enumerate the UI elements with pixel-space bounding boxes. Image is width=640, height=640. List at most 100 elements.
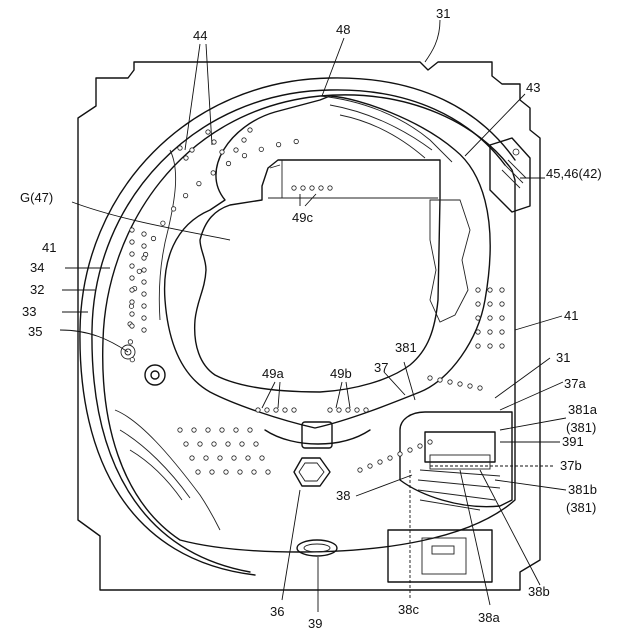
label-44: 44	[193, 28, 207, 43]
nail	[488, 344, 492, 348]
nail	[476, 330, 480, 334]
nail	[488, 330, 492, 334]
nail	[488, 316, 492, 320]
nail	[292, 408, 296, 412]
right-character-decoration	[430, 200, 470, 322]
nail	[265, 408, 269, 412]
label-31-top: 31	[436, 6, 450, 21]
wing-decoration	[320, 96, 452, 162]
label-391: 391	[562, 434, 584, 449]
nail	[500, 330, 504, 334]
label-39: 39	[308, 616, 322, 631]
nail	[130, 288, 134, 292]
nail	[130, 324, 134, 328]
bottom-right-slot	[432, 546, 454, 554]
nail	[355, 408, 359, 412]
label-41-left: 41	[42, 240, 56, 255]
nail	[226, 161, 230, 165]
nail	[130, 276, 134, 280]
nail	[238, 470, 242, 474]
nail	[183, 193, 187, 197]
nail	[142, 316, 146, 320]
nail	[197, 181, 201, 185]
prize-door	[425, 432, 495, 462]
nail	[130, 312, 134, 316]
label-36: 36	[270, 604, 284, 619]
label-38a: 38a	[478, 610, 500, 625]
nail	[210, 470, 214, 474]
nail	[256, 408, 260, 412]
nail	[204, 456, 208, 460]
nail	[337, 408, 341, 412]
label-45-46-42: 45,46(42)	[546, 166, 602, 181]
label-49a: 49a	[262, 366, 284, 381]
start-chucker-inner	[299, 463, 324, 481]
label-37b: 37b	[560, 458, 582, 473]
nail	[161, 221, 165, 225]
nail	[151, 236, 155, 240]
label-31-right: 31	[556, 350, 570, 365]
nail	[206, 428, 210, 432]
label-35: 35	[28, 324, 42, 339]
nail	[130, 228, 134, 232]
nail	[248, 128, 252, 132]
nail	[212, 140, 216, 144]
nail	[252, 470, 256, 474]
nail	[294, 139, 298, 143]
nail	[266, 470, 270, 474]
nail	[130, 300, 134, 304]
nail	[220, 428, 224, 432]
label-38b: 38b	[528, 584, 550, 599]
nail	[438, 378, 442, 382]
nail	[218, 456, 222, 460]
nail	[283, 408, 287, 412]
out-hole	[297, 540, 337, 556]
nail	[368, 464, 372, 468]
nail	[232, 456, 236, 460]
left-ornament	[159, 150, 175, 320]
nail	[178, 146, 182, 150]
nail	[408, 448, 412, 452]
nail	[378, 460, 382, 464]
nail	[142, 328, 146, 332]
nail	[129, 304, 133, 308]
label-381b-paren: (381)	[566, 500, 596, 515]
label-32: 32	[30, 282, 44, 297]
nail	[364, 408, 368, 412]
label-38: 38	[336, 488, 350, 503]
left-windmill	[145, 365, 165, 385]
nail	[212, 442, 216, 446]
label-33: 33	[22, 304, 36, 319]
nail	[260, 456, 264, 460]
bottom-right-window	[422, 538, 466, 574]
nail	[171, 207, 175, 211]
nail	[234, 148, 238, 152]
nail	[276, 142, 280, 146]
label-37: 37	[374, 360, 388, 375]
nail	[448, 380, 452, 384]
nail	[259, 147, 263, 151]
nail	[500, 316, 504, 320]
nail	[137, 269, 141, 273]
right-vent-slats	[502, 160, 526, 188]
right-vent	[490, 138, 530, 212]
label-49b: 49b	[330, 366, 352, 381]
nail	[130, 264, 134, 268]
nail	[220, 150, 224, 154]
label-381b: 381b	[568, 482, 597, 497]
nail	[328, 186, 332, 190]
out-hole-inner	[304, 544, 330, 552]
nail	[346, 408, 350, 412]
nail	[184, 156, 188, 160]
nail	[130, 358, 134, 362]
nail	[500, 302, 504, 306]
label-381a-paren: (381)	[566, 420, 596, 435]
nail	[478, 386, 482, 390]
nail	[130, 240, 134, 244]
nail	[211, 171, 215, 175]
nail	[428, 440, 432, 444]
label-34: 34	[30, 260, 44, 275]
nail	[388, 456, 392, 460]
nail	[468, 384, 472, 388]
nail	[240, 442, 244, 446]
